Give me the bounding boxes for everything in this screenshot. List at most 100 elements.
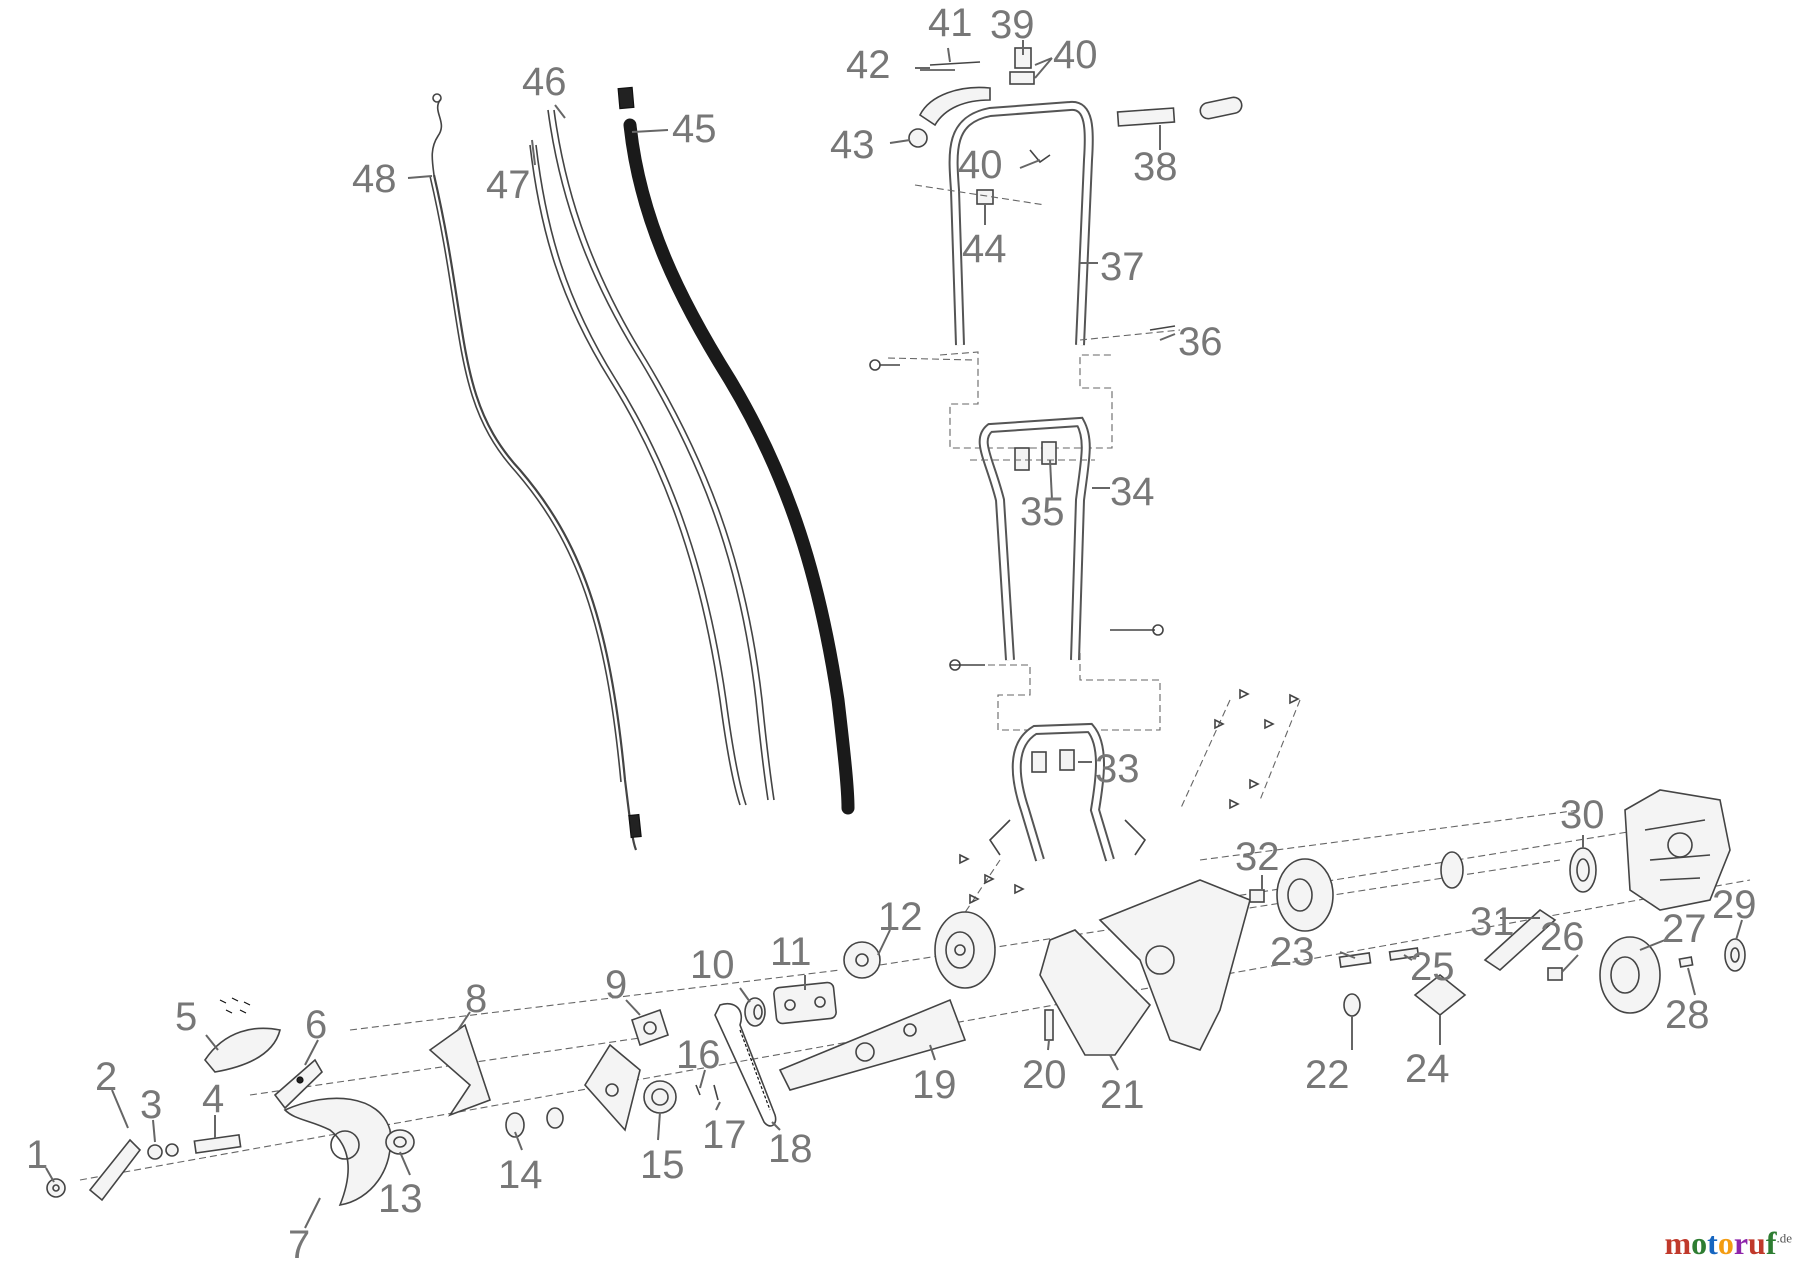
label-37: 37 [1100, 245, 1145, 289]
control-cable-47 [529, 144, 747, 806]
nut-1 [46, 1178, 66, 1198]
label-1: 1 [26, 1133, 48, 1177]
deck-frame [1098, 879, 1251, 1051]
shaft-4 [193, 1133, 242, 1154]
plate-11 [773, 981, 837, 1025]
throttle-cable [429, 93, 642, 851]
label-20: 20 [1022, 1053, 1067, 1097]
label-9: 9 [605, 963, 627, 1007]
pin-16 [695, 1084, 719, 1101]
hubcap-rear [1440, 851, 1464, 889]
label-8: 8 [465, 977, 487, 1021]
label-38: 38 [1133, 145, 1178, 189]
handle-joint-upper [869, 325, 1181, 449]
lever-31 [1483, 908, 1557, 972]
label-5: 5 [175, 995, 197, 1039]
logo-letter: o [1717, 1225, 1734, 1261]
motoruf-logo: motoruf.de [1665, 1225, 1793, 1262]
label-11: 11 [770, 930, 812, 974]
label-34: 34 [1110, 470, 1155, 514]
label-31: 31 [1470, 900, 1515, 944]
bracket-24 [1413, 973, 1467, 1017]
belt-18 [714, 1003, 777, 1127]
washer-3 [147, 1143, 179, 1160]
label-4: 4 [202, 1077, 224, 1121]
logo-text: motoruf [1665, 1225, 1777, 1261]
handle-bolts [959, 688, 1301, 921]
label-39: 39 [990, 3, 1035, 47]
pulley-10 [744, 997, 766, 1027]
handle-joint-lower [949, 624, 1164, 731]
label-7: 7 [288, 1223, 310, 1267]
label-14: 14 [498, 1153, 543, 1197]
label-33: 33 [1095, 747, 1140, 791]
label-10: 10 [690, 943, 735, 987]
hubcap-30 [1569, 847, 1597, 893]
label-3: 3 [140, 1083, 162, 1127]
logo-letter: t [1707, 1225, 1718, 1261]
label-40-mid: 40 [958, 143, 1003, 187]
nut-26 [1547, 967, 1563, 981]
upper-handle [948, 101, 1094, 346]
cover-5 [204, 997, 281, 1073]
label-23: 23 [1270, 930, 1315, 974]
tension-bracket-19 [778, 998, 967, 1091]
control-cable-46 [547, 109, 775, 801]
label-28: 28 [1665, 993, 1710, 1037]
logo-letter: u [1748, 1225, 1766, 1261]
grip-38 [1116, 96, 1243, 127]
logo-letter: m [1664, 1225, 1692, 1261]
bearing-14 [505, 1107, 564, 1138]
logo-letter: r [1733, 1225, 1749, 1261]
wheel-hub-12-rim [843, 941, 881, 979]
lower-handle [988, 722, 1147, 862]
label-26: 26 [1540, 915, 1585, 959]
label-24: 24 [1405, 1047, 1450, 1091]
label-36: 36 [1178, 320, 1223, 364]
part-number-labels: 1 2 3 4 5 6 7 8 9 10 11 12 13 14 15 16 1… [26, 1, 1757, 1267]
label-48: 48 [352, 157, 397, 201]
label-15: 15 [640, 1143, 685, 1187]
label-35: 35 [1020, 490, 1065, 534]
label-13: 13 [378, 1177, 423, 1221]
label-19: 19 [912, 1063, 957, 1107]
hubcap-29 [1724, 938, 1746, 972]
label-32: 32 [1235, 835, 1280, 879]
label-44: 44 [962, 227, 1007, 271]
rear-wheel-27 [1599, 936, 1661, 1014]
logo-letter: o [1691, 1225, 1708, 1261]
bearing-13 [385, 1129, 415, 1155]
label-17: 17 [702, 1113, 747, 1157]
bracket-9 [631, 1008, 669, 1047]
label-45: 45 [672, 107, 717, 151]
wheel-32 [1249, 858, 1334, 932]
bolt-28 [1678, 956, 1694, 968]
shaft-23 [1338, 952, 1372, 968]
label-16: 16 [676, 1033, 721, 1077]
mounting-plate [584, 1043, 641, 1132]
bolt-25 [1388, 947, 1420, 961]
logo-domain-suffix: .de [1776, 1230, 1792, 1246]
middle-handle [970, 416, 1095, 661]
shield-8 [428, 1023, 492, 1117]
label-22: 22 [1305, 1053, 1350, 1097]
label-25: 25 [1410, 945, 1455, 989]
label-41: 41 [928, 1, 973, 45]
belt-cover-21 [1039, 929, 1152, 1056]
label-46: 46 [522, 60, 567, 104]
label-29: 29 [1712, 883, 1757, 927]
label-43: 43 [830, 123, 875, 167]
label-18: 18 [768, 1127, 813, 1171]
bolt-20 [1044, 1009, 1054, 1041]
leader-lines [45, 40, 1743, 1229]
pulley-15 [643, 1080, 677, 1114]
label-40-top: 40 [1053, 33, 1098, 77]
washer-22 [1343, 993, 1361, 1017]
handle-controls [908, 47, 1051, 206]
label-42: 42 [846, 43, 891, 87]
front-wheel [934, 911, 996, 989]
blade-2 [88, 1138, 142, 1202]
logo-letter: f [1765, 1225, 1777, 1261]
